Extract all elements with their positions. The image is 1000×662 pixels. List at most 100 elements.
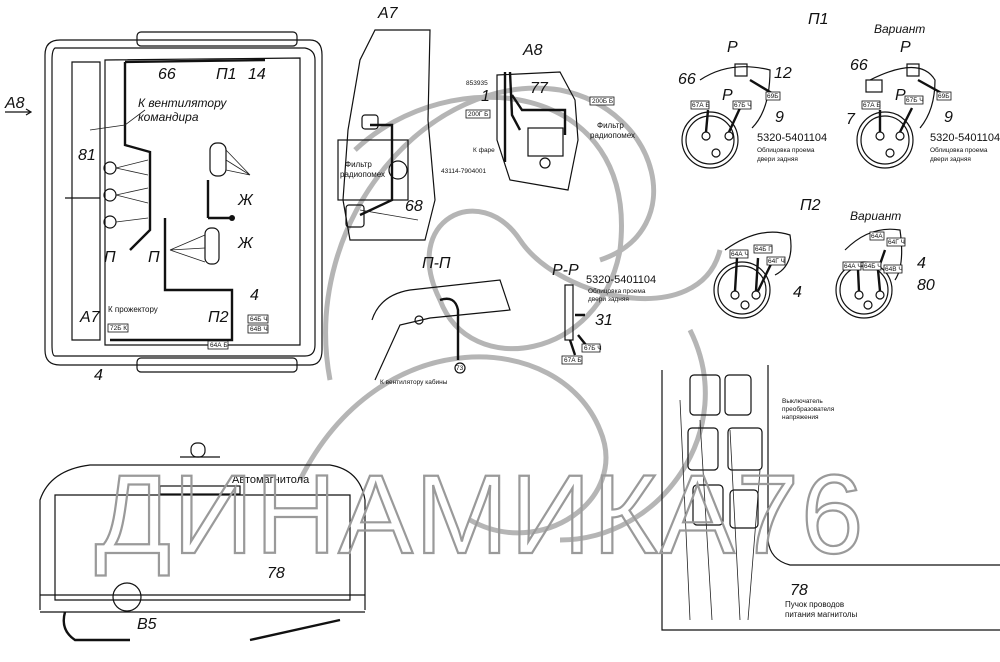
- cab-fan-note: К вентилятору кабины: [380, 378, 448, 386]
- cab-labels: А8 66 П1 14 К вентилятору командира 81 П…: [4, 66, 269, 384]
- fan-note: К вентилятору: [138, 96, 227, 110]
- label-81: 81: [78, 147, 96, 164]
- label-p2: П2: [208, 309, 229, 326]
- tag-64v: 64В Ч: [885, 266, 903, 273]
- tag-64b: 64Б П: [755, 246, 773, 253]
- view-p2-variant: Вариант 64А 64Г Ч 64А Ч 64Б Ч 64В Ч 4 80: [835, 209, 935, 319]
- tag-64g-top: 64Г Ч: [888, 239, 905, 246]
- bundle-note: Пучок проводов: [785, 600, 844, 609]
- section-r-r: Р-Р 5320-5401104 Облицовка проема двери …: [552, 262, 656, 365]
- tag-64a: 64А Б: [210, 342, 228, 349]
- tag-67b: 67Б Ч: [906, 97, 924, 104]
- switch-note: Выключатель: [782, 398, 823, 405]
- label-4: 4: [793, 284, 802, 301]
- section-rr-title: Р-Р: [552, 262, 579, 279]
- section-mark-r: Р: [900, 39, 911, 56]
- tag-72b: 72Б К: [110, 325, 127, 332]
- label-zh-bottom: Ж: [237, 235, 254, 252]
- label-4-right: 4: [250, 287, 259, 304]
- label-4: 4: [917, 255, 926, 272]
- arrow-icon: [5, 108, 33, 116]
- label-73: 73: [456, 365, 464, 372]
- filter-label-2: радиопомех: [340, 170, 385, 179]
- label-p1: П1: [216, 66, 237, 83]
- view-p1-title: П1: [808, 11, 829, 28]
- section-p-p: П-П К вентилятору кабины 73: [371, 255, 511, 386]
- cab-top-view: [44, 31, 323, 373]
- label-14: 14: [248, 66, 266, 83]
- label-9: 9: [775, 109, 784, 126]
- tag-64b: 64Б Ч: [864, 263, 882, 270]
- view-p1: П1 Р Р 66 12 9 67А Б 67Б Ч 69Б 5320-5401…: [678, 11, 829, 169]
- tag-64g: 64Г Ч: [768, 258, 785, 265]
- part-43114: 43114-7904001: [441, 168, 486, 175]
- tag-64a: 64А Ч: [844, 263, 862, 270]
- label-68: 68: [405, 198, 423, 215]
- spotlight-note: К прожектору: [108, 305, 158, 314]
- part-desc: Облицовка проема: [757, 146, 815, 154]
- view-a7-title: А7: [377, 5, 399, 22]
- filter-label-2: радиопомех: [590, 131, 635, 140]
- fan-note-2: командира: [138, 110, 199, 124]
- view-arrow-a8: А8: [4, 95, 25, 112]
- part-desc: Облицовка проема: [588, 287, 646, 295]
- label-7: 7: [846, 111, 856, 128]
- tag-67b: 67Б Ч: [584, 345, 602, 352]
- tag-64a-top: 64А: [871, 233, 883, 240]
- label-66: 66: [850, 57, 868, 74]
- tag-67a: 67А Б: [564, 357, 582, 364]
- label-78: 78: [790, 582, 808, 599]
- tag-67b: 67Б Ч: [734, 102, 752, 109]
- label-9: 9: [944, 109, 953, 126]
- label-4-bottom: 4: [94, 367, 103, 384]
- label-31: 31: [595, 312, 613, 329]
- tag-69: 69Б: [767, 93, 779, 100]
- switch-note-2: преобразователя: [782, 405, 835, 413]
- view-p1-variant: Вариант Р Р 66 7 9 67А Б 67Б Ч 69Б 5320-…: [846, 22, 1000, 169]
- rear-view: Автомагнитола 78 В5: [39, 442, 366, 642]
- tag-200g: 200Г Б: [468, 111, 488, 118]
- panel-view: Выключатель преобразователя напряжения 7…: [661, 365, 1000, 631]
- switch-note-3: напряжения: [782, 414, 819, 421]
- filter-label: Фильтр: [597, 121, 624, 130]
- tag-67a: 67А Б: [692, 102, 710, 109]
- label-78: 78: [267, 565, 285, 582]
- label-66: 66: [678, 71, 696, 88]
- view-p2-title: П2: [800, 197, 821, 214]
- view-a8-title: А8: [522, 42, 543, 59]
- watermark-logo: [297, 85, 723, 543]
- section-p-left: П: [104, 249, 116, 266]
- part-desc-2: двери задняя: [588, 296, 629, 303]
- part-desc-2: двери задняя: [930, 156, 971, 163]
- filter-label: Фильтр: [345, 160, 372, 169]
- label-66: 66: [158, 66, 176, 83]
- tag-64a: 64А Ч: [731, 251, 749, 258]
- bundle-note-2: питания магнитолы: [785, 610, 858, 619]
- label-1: 1: [481, 88, 490, 105]
- view-p2: П2 64А Ч 64Б П 64Г Ч 4: [713, 197, 821, 319]
- part-number: 5320-5401104: [757, 132, 827, 144]
- tag-200b: 200Б Б: [592, 98, 613, 105]
- section-pp-title: П-П: [422, 255, 451, 272]
- label-80: 80: [917, 277, 935, 294]
- label-77: 77: [530, 80, 549, 97]
- variant-title: Вариант: [874, 22, 925, 36]
- watermark-text: ДИНАМИКА76: [95, 452, 865, 577]
- label-12: 12: [774, 65, 792, 82]
- radio-label: Автомагнитола: [232, 474, 310, 486]
- part-desc-2: двери задняя: [757, 156, 798, 163]
- label-b5: В5: [137, 616, 157, 633]
- section-mark-r-2: Р: [722, 87, 733, 104]
- part-number: 5320-5401104: [930, 132, 1000, 144]
- label-zh-top: Ж: [237, 192, 254, 209]
- tag-64v: 64В Ч: [250, 326, 268, 333]
- tag-67a: 67А Б: [863, 102, 881, 109]
- view-a7: А7 Фильтр радиопомех 68: [337, 5, 436, 241]
- section-mark-r-2: Р: [895, 87, 906, 104]
- part-853935: 853935: [466, 80, 488, 87]
- variant-title: Вариант: [850, 209, 901, 223]
- headlight-note: К фаре: [473, 147, 495, 154]
- part-number: 5320-5401104: [586, 274, 656, 286]
